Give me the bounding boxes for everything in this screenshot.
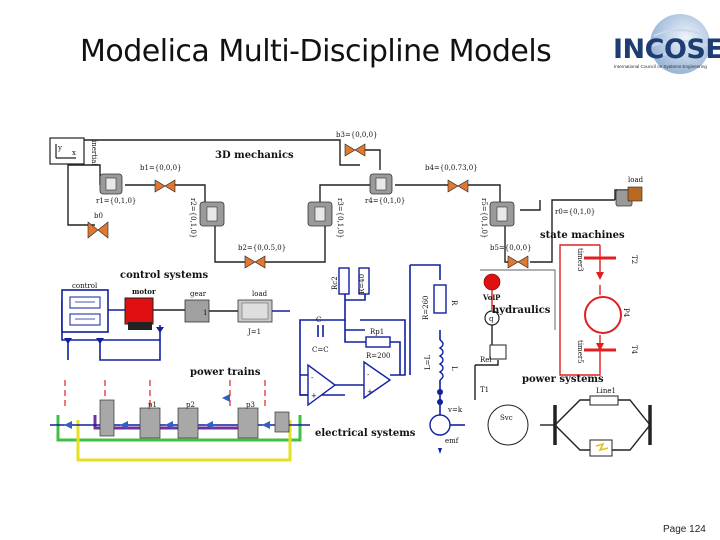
timer3-label: timer3 — [576, 248, 584, 272]
j-label: J=1 — [247, 328, 261, 336]
inductor-l — [438, 339, 444, 381]
c-label: C — [316, 316, 321, 324]
r40-label: R=40 — [358, 274, 366, 294]
logo-tagline: International Council on Systems Enginee… — [614, 64, 707, 69]
b2-label: b2={0,0.5,0} — [238, 244, 286, 252]
section-control-systems: control systems — [120, 270, 209, 281]
pipe-yellow — [76, 420, 292, 462]
body-b1 — [154, 179, 176, 193]
svg-text:x: x — [72, 149, 76, 157]
svg-text:-: - — [311, 374, 314, 382]
p2-label: p2 — [186, 401, 195, 409]
r2-label: r2={0,1,0} — [189, 198, 197, 238]
load-label: load — [252, 290, 268, 298]
timer5-label: timer5 — [576, 340, 584, 364]
t2-label: T2 — [630, 255, 638, 264]
powertrain-ports — [64, 394, 270, 429]
q-label: q — [489, 315, 494, 323]
r4-label: r4={0,1,0} — [365, 197, 405, 205]
volp-label: VolP — [482, 293, 501, 302]
globe-icon — [650, 14, 710, 74]
motor-block: motor — [124, 287, 156, 330]
powertrain-gears — [99, 399, 290, 439]
line-1 — [589, 395, 619, 406]
slide-title: Modelica Multi-Discipline Models — [80, 34, 552, 69]
load-3d-label: load — [628, 176, 644, 184]
body-b0: b0 — [87, 212, 109, 239]
section-state-machines: state machines — [540, 230, 625, 241]
control-block: control — [61, 282, 109, 333]
gear-ratio: 1 — [203, 309, 207, 317]
section-3d-mechanics: 3D mechanics — [215, 150, 294, 161]
resistor-rp1 — [365, 336, 391, 348]
lightning-icon — [595, 442, 609, 452]
svg-text:+: + — [311, 392, 317, 400]
svg-text:+: + — [367, 388, 373, 396]
opamp-1 — [307, 363, 337, 407]
l-label: L — [450, 366, 458, 371]
line-label: Line1 — [596, 387, 616, 395]
rel-label: Rel — [480, 356, 492, 364]
vk-label: v=k — [447, 406, 463, 414]
incose-logo: INCOSE International Council on Systems … — [600, 14, 720, 78]
svc-label: Svc — [500, 414, 513, 422]
place-p4 — [584, 296, 622, 334]
t4-label: T4 — [630, 345, 638, 355]
body-b5 — [507, 255, 529, 269]
motor-label: motor — [132, 287, 156, 296]
cc-label: C=C — [312, 346, 329, 354]
body-b4 — [447, 179, 469, 193]
body-b2 — [244, 255, 266, 269]
inertial-frame: y x inertial — [49, 137, 98, 166]
resistor-rc2 — [338, 267, 350, 295]
svg-text:-: - — [367, 371, 370, 379]
emf-label: emf — [445, 437, 460, 445]
section-hydraulics: hydraulics — [492, 305, 551, 316]
page-number: Page 124 — [663, 524, 706, 535]
r200-label: R=200 — [366, 352, 391, 360]
b4-label: b4={0,0.73,0} — [425, 164, 478, 172]
load-3d-box — [627, 186, 643, 202]
rc2-label: Rc2 — [331, 276, 339, 290]
p4-label: P4 — [622, 308, 630, 318]
svg-text:y: y — [57, 144, 62, 152]
b0-label: b0 — [94, 212, 103, 220]
valve-rel — [489, 344, 507, 360]
body-b3 — [344, 143, 366, 157]
r260-label: R=260 — [422, 296, 430, 321]
r5-label: r5={0,1,0} — [480, 198, 488, 238]
pressure-source-volp — [483, 273, 501, 291]
section-power-trains: power trains — [190, 367, 261, 378]
section-power-systems: power systems — [522, 374, 604, 385]
r-label: R — [450, 300, 458, 306]
load-block: load J=1 — [237, 290, 273, 336]
r3-label: r3={0,1,0} — [336, 198, 344, 238]
generator-svc — [487, 404, 529, 446]
gear-block: gear 1 — [184, 290, 210, 323]
pipe-green — [56, 415, 302, 442]
logo-name: INCOSE — [613, 34, 720, 65]
t1-label: T1 — [480, 386, 489, 394]
p3-label: p3 — [246, 401, 255, 409]
emf-source — [429, 414, 451, 436]
resistor-r40 — [358, 267, 370, 295]
section-electrical-systems: electrical systems — [315, 428, 416, 439]
opamp-2 — [363, 360, 392, 400]
rp1-label: Rp1 — [370, 328, 384, 336]
r1-label: r1={0,1,0} — [96, 197, 136, 205]
p1-label: p1 — [148, 401, 157, 409]
resistor-r — [433, 284, 447, 314]
control-label: control — [72, 282, 98, 290]
b5-label: b5={0,0,0} — [490, 244, 532, 252]
gear-label: gear — [190, 290, 207, 298]
capacitor-c — [317, 325, 324, 337]
r0-label: r0={0,1,0} — [555, 208, 595, 216]
ll-label: L=L — [424, 354, 432, 370]
inertial-label: inertial — [90, 140, 98, 166]
b1-label: b1={0,0,0} — [140, 164, 182, 172]
b3-label: b3={0,0,0} — [336, 131, 378, 139]
